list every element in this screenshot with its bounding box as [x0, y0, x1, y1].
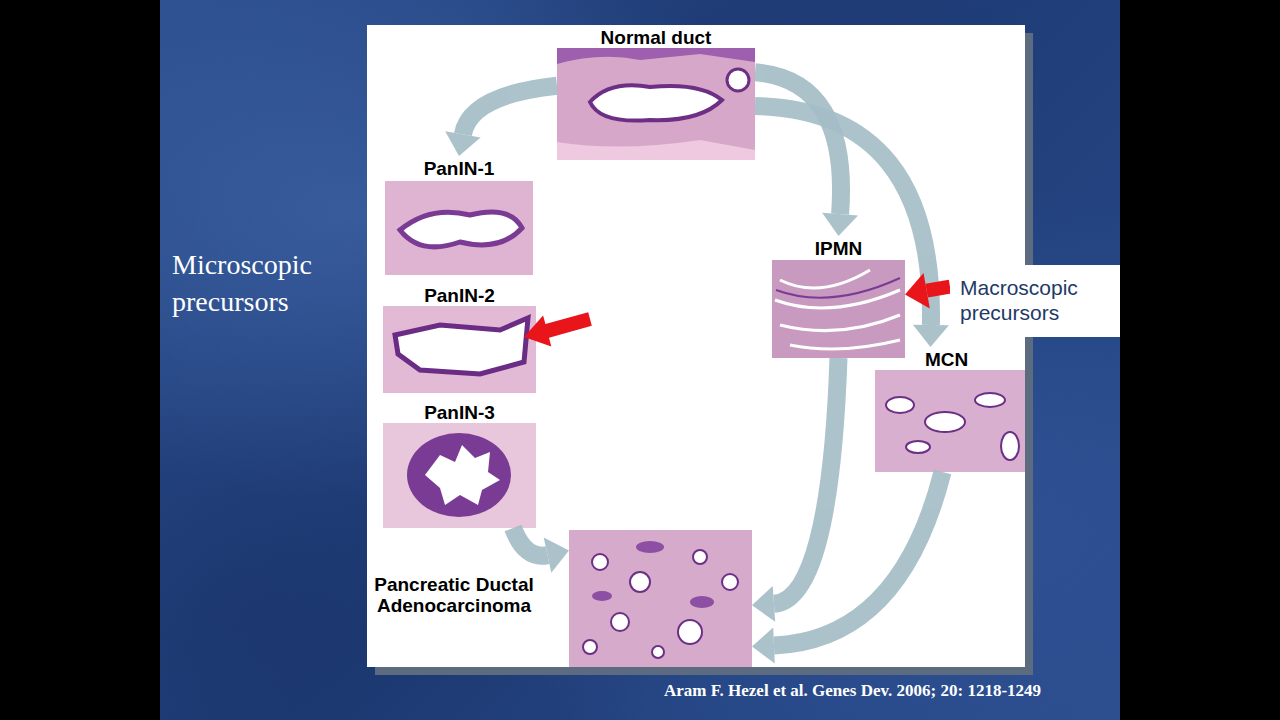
- cyst-lumen: [975, 393, 1005, 407]
- duct-lumen: [425, 445, 500, 505]
- histology-image: [772, 260, 905, 358]
- progression-arrow: [752, 358, 839, 622]
- acini: [557, 48, 755, 64]
- duct-epithelium: [407, 433, 511, 517]
- arrow-head: [913, 325, 949, 347]
- red-pointer-arrow: [524, 312, 592, 346]
- citation: Aram F. Hezel et al. Genes Dev. 2006; 20…: [664, 680, 1041, 702]
- stage-label: Normal duct: [557, 27, 755, 48]
- histology-panel: IPMN: [772, 236, 905, 358]
- stage-label: MCN: [925, 349, 968, 370]
- gland: [652, 646, 664, 658]
- duct-lumen: [400, 212, 522, 247]
- histology-panel: MCN: [875, 347, 1025, 472]
- stage-label: PanIN-2: [383, 285, 536, 306]
- white-panel: [367, 25, 1025, 667]
- stage-label: Pancreatic Ductal Adenocarcinoma: [359, 574, 549, 616]
- histology-panel: PanIN-2: [383, 283, 536, 393]
- gland: [583, 640, 597, 654]
- callout-text: Macroscopic precursors: [960, 275, 1110, 325]
- cyst-lumen: [925, 412, 965, 432]
- cyst-lumen: [886, 397, 914, 413]
- small-duct: [727, 69, 749, 91]
- papilla: [780, 315, 900, 331]
- histology-panel: Pancreatic Ductal Adenocarcinoma: [569, 530, 752, 667]
- progression-arrow: [755, 106, 949, 347]
- side-label: Microscopic precursors: [172, 246, 357, 320]
- tumor-cells: [592, 591, 612, 601]
- cyst-lumen: [906, 441, 930, 453]
- histology-image: [383, 423, 536, 528]
- gland: [592, 554, 608, 570]
- progression-arrow: [513, 528, 569, 573]
- arrow-head: [752, 628, 775, 664]
- stage-label: IPMN: [772, 238, 905, 259]
- papilla: [780, 270, 870, 288]
- stroma: [557, 140, 755, 160]
- histology-image: [875, 370, 1025, 472]
- histology-image: [383, 306, 536, 393]
- arrow-shaft: [463, 86, 557, 135]
- arrow-shaft: [927, 287, 950, 291]
- arrow-head: [905, 273, 930, 308]
- arrow-head: [544, 538, 569, 573]
- histology-panel: PanIN-3: [383, 400, 536, 528]
- histology-panel: PanIN-1: [383, 156, 535, 275]
- stage-label: PanIN-1: [383, 158, 535, 179]
- arrow-shaft: [513, 528, 547, 556]
- histology-panel: Normal duct: [557, 25, 755, 160]
- duct-lumen: [590, 85, 722, 120]
- histology-image: [385, 181, 533, 275]
- tumor-cells: [636, 541, 664, 553]
- papilla-edge: [776, 278, 900, 298]
- arrow-head: [752, 586, 775, 622]
- gland: [722, 574, 738, 590]
- arrow-shaft: [774, 358, 839, 604]
- arrow-head: [822, 213, 858, 236]
- duct-lumen: [395, 318, 528, 374]
- gland: [630, 572, 650, 592]
- pointer-arrow: [905, 273, 950, 308]
- arrow-head: [445, 131, 480, 156]
- progression-arrow: [445, 86, 557, 156]
- histology-image: [569, 530, 752, 667]
- cyst-lumen: [1001, 432, 1019, 460]
- arrow-shaft: [755, 106, 931, 325]
- gland: [678, 620, 702, 644]
- arrow-shaft: [755, 72, 841, 214]
- gland: [693, 550, 707, 564]
- arrow-shaft: [774, 472, 943, 645]
- progression-arrow: [755, 72, 858, 236]
- callout-box: Macroscopic precursors: [950, 265, 1120, 337]
- progression-arrow: [752, 472, 943, 663]
- tumor-cells: [690, 596, 714, 608]
- stage-label: PanIN-3: [383, 402, 536, 423]
- papilla: [775, 290, 900, 308]
- histology-image: [557, 48, 755, 160]
- papilla: [790, 340, 900, 349]
- gland: [611, 613, 629, 631]
